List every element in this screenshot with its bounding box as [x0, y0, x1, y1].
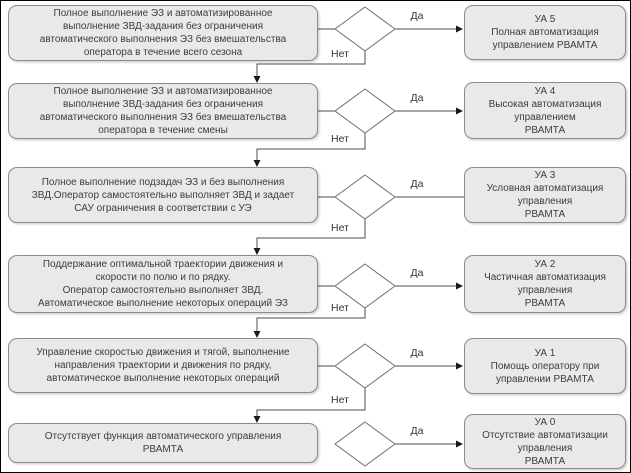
- decision-diamond-6: [334, 421, 396, 467]
- result-box-5: УА 1 Помощь оператору при управлении РВА…: [464, 338, 626, 394]
- decision-diamond-3: [334, 174, 396, 220]
- no-label-3: Нет: [331, 222, 349, 234]
- decision-diamond-2: [334, 88, 396, 134]
- result-box-6: УА 0 Отсутствие автоматизации управления…: [464, 414, 626, 469]
- no-arrow-icon-3: [253, 248, 261, 255]
- yes-arrow-icon-2: [456, 107, 463, 115]
- condition-box-2: Полное выполнение ЭЗ и автоматизированно…: [8, 83, 318, 139]
- no-path-4: [256, 308, 366, 331]
- yes-arrow-icon-6: [456, 440, 463, 448]
- decision-diamond-1: [334, 6, 396, 52]
- condition-box-1: Полное выполнение ЭЗ и автоматизированно…: [8, 5, 318, 61]
- no-label-5: Нет: [331, 394, 349, 406]
- yes-label-5: Да: [410, 347, 424, 359]
- yes-label-6: Да: [410, 425, 424, 437]
- decision-diamond-4: [334, 263, 396, 309]
- condition-box-4: Поддержание оптимальной траектории движе…: [8, 255, 318, 313]
- yes-arrow-icon-4: [456, 282, 463, 290]
- no-label-2: Нет: [331, 133, 349, 145]
- no-path-2: [256, 133, 366, 160]
- no-path-3: [256, 219, 366, 248]
- no-arrow-icon-4: [253, 331, 261, 338]
- result-box-3: УА 3 Условная автоматизация управления Р…: [464, 167, 626, 223]
- yes-arrow-icon-5: [456, 362, 463, 370]
- no-arrow-icon-2: [253, 160, 261, 167]
- condition-box-5: Управление скоростью движения и тягой, в…: [8, 338, 318, 393]
- yes-label-3: Да: [410, 178, 424, 190]
- yes-label-1: Да: [410, 10, 424, 22]
- no-label-4: Нет: [331, 302, 349, 314]
- result-box-2: УА 4 Высокая автоматизация управлением Р…: [464, 82, 626, 139]
- yes-label-4: Да: [410, 267, 424, 279]
- result-box-4: УА 2 Частичная автоматизация управления …: [464, 255, 626, 313]
- no-arrow-icon-1: [253, 76, 261, 83]
- no-path-1: [256, 51, 366, 76]
- no-arrow-icon-5: [253, 416, 261, 423]
- no-path-5: [256, 388, 366, 416]
- yes-arrow-icon-1: [456, 25, 463, 33]
- no-label-1: Нет: [331, 48, 349, 60]
- decision-diamond-5: [334, 343, 396, 389]
- result-box-1: УА 5 Полная автоматизация управлением РВ…: [464, 5, 626, 60]
- condition-box-6: Отсутствует функция автоматического упра…: [8, 423, 318, 463]
- yes-label-2: Да: [410, 92, 424, 104]
- condition-box-3: Полное выполнение подзадач ЭЗ и без выпо…: [8, 167, 318, 223]
